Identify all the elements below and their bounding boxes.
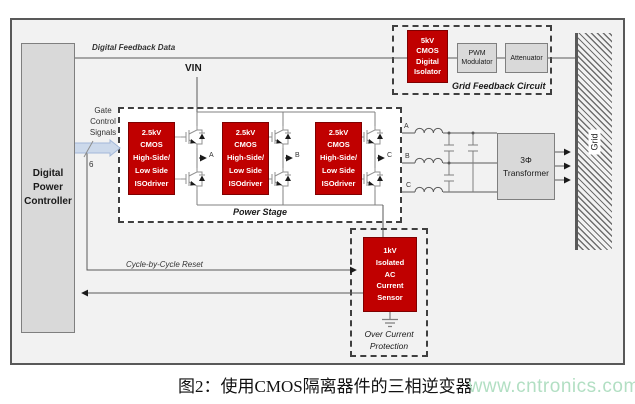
phase-b-label-inner: B [295, 152, 300, 159]
caption-row: 图2：使用CMOS隔离器件的三相逆变器www.cntronics.com [178, 372, 635, 398]
bus-width-label: 6 [89, 160, 94, 169]
grid-feedback-circuit-label: Grid Feedback Circuit [452, 81, 546, 91]
phase-c-label-outer: C [406, 182, 412, 189]
figure-caption: 图2：使用CMOS隔离器件的三相逆变器 [178, 377, 473, 396]
digital-power-controller-block: Digital Power Controller [21, 43, 75, 333]
phase-a-label-outer: A [404, 123, 409, 130]
over-current-protection-label: Over Current Protection [364, 329, 414, 352]
vin-label: VIN [185, 63, 202, 74]
phase-a-label-inner: A [209, 152, 214, 159]
grid-feedback-circuit-box [392, 25, 552, 95]
power-stage-label: Power Stage [232, 207, 288, 217]
three-phase-transformer-block: 3Φ Transformer [497, 133, 555, 200]
pwm-modulator-block: PWM Modulator [457, 43, 497, 73]
digital-feedback-data-label: Digital Feedback Data [92, 43, 176, 52]
digital-isolator-block: 5kV CMOS Digital Isolator [407, 30, 448, 83]
isodriver-block-b: 2.5kV CMOS High-Side/ Low Side ISOdriver [222, 122, 269, 195]
grid-hatch: Grid [575, 33, 612, 250]
isodriver-block-a: 2.5kV CMOS High-Side/ Low Side ISOdriver [128, 122, 175, 195]
attenuator-block: Attenuator [505, 43, 548, 73]
cycle-by-cycle-reset-label: Cycle-by-Cycle Reset [126, 260, 203, 269]
isodriver-block-c: 2.5kV CMOS High-Side/ Low Side ISOdriver [315, 122, 362, 195]
grid-label: Grid [588, 128, 601, 155]
watermark: www.cntronics.com [468, 376, 635, 397]
gate-control-signals-label: Gate Control Signals [89, 106, 117, 137]
current-sensor-block: 1kV Isolated AC Current Sensor [363, 237, 417, 312]
phase-b-label-outer: B [405, 153, 410, 160]
phase-c-label-inner: C [387, 152, 393, 159]
